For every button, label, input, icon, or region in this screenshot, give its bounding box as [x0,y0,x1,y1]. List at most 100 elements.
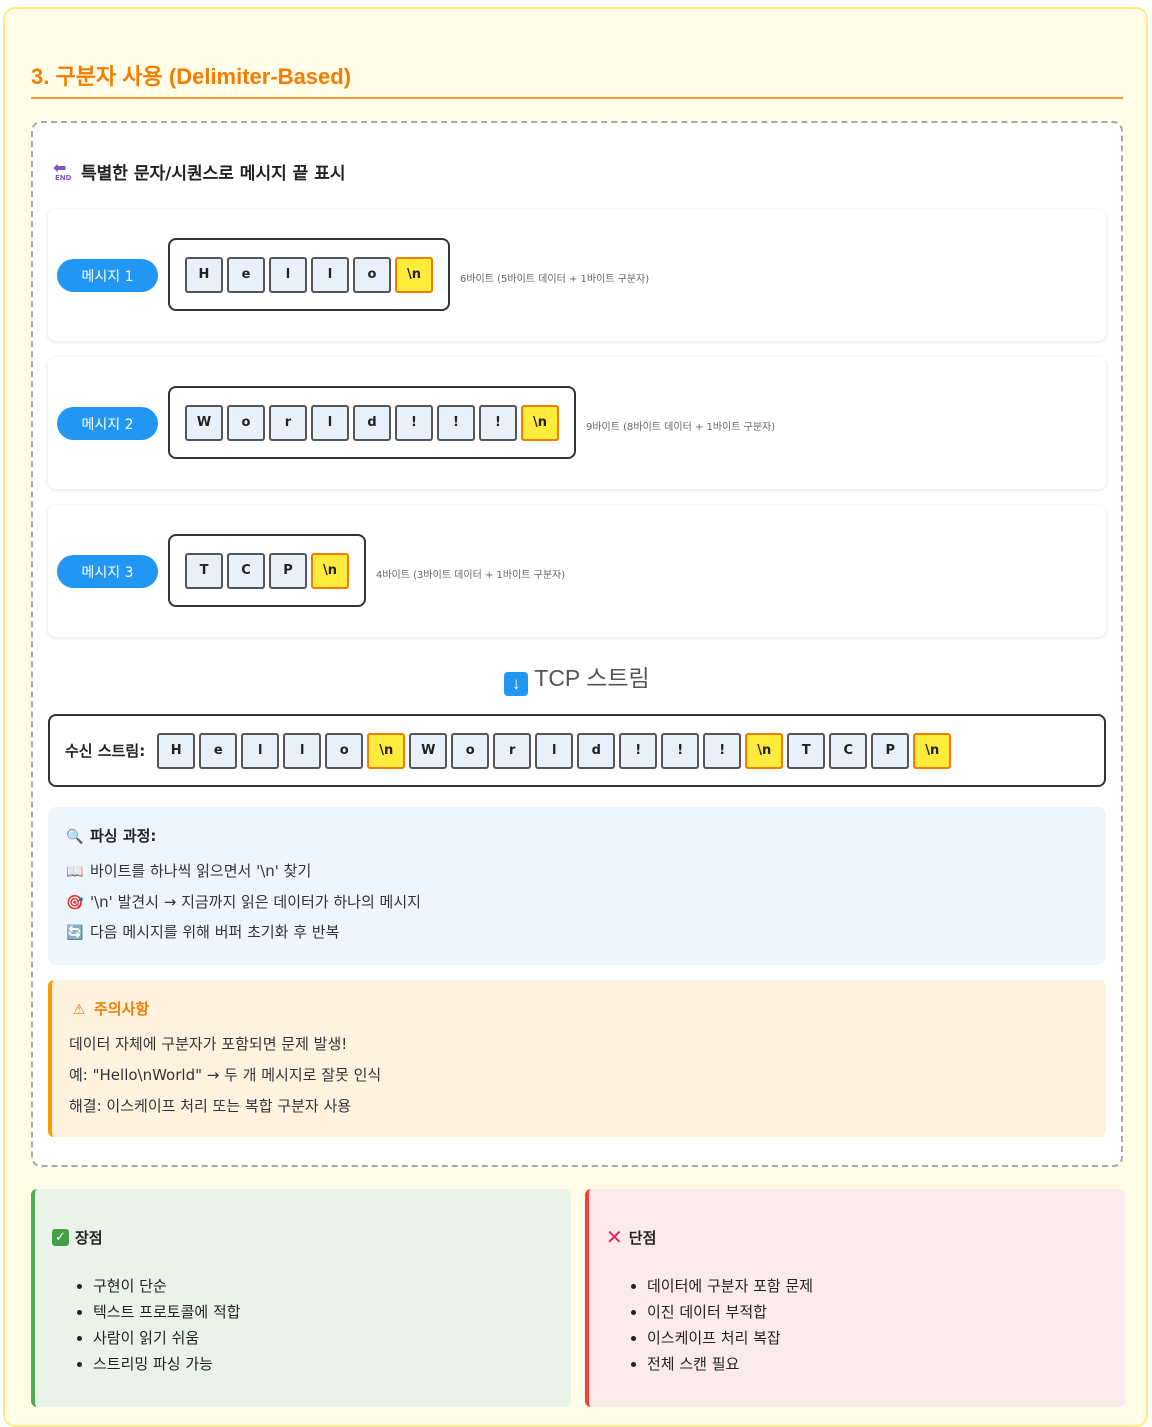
byte-cell: C [829,732,868,769]
byte-cell: e [227,256,265,293]
section-container: 3. 구분자 사용 (Delimiter-Based) ⬅END 특별한 문자/… [3,7,1148,1427]
byte-cell: l [283,732,322,769]
parse-step: 🎯 '\n' 발견시 → 지금까지 읽은 데이터가 하나의 메시지 [65,891,421,912]
byte-frame: H e l l o \n [168,238,450,311]
byte-cell: l [311,404,349,441]
delimiter-cell: \n [367,732,406,769]
warning-box: ⚠ 주의사항 데이터 자체에 구분자가 포함되면 문제 발생! 예: "Hello… [48,980,1106,1137]
warning-icon: ⚠ [72,1002,86,1018]
warning-title-text: 주의사항 [94,1000,150,1018]
list-item: 이진 데이터 부적합 [647,1299,813,1325]
byte-cell: d [577,732,616,769]
byte-cell: ! [661,732,700,769]
byte-cell: e [199,732,238,769]
byte-cell: r [493,732,532,769]
byte-cell: ! [479,404,517,441]
delimiter-cell: \n [521,404,559,441]
byte-cell: l [311,256,349,293]
list-item: 구현이 단순 [93,1273,241,1299]
list-item: 스트리밍 파싱 가능 [93,1351,241,1377]
byte-cell: H [185,256,223,293]
pros-title-text: 장점 [75,1229,103,1247]
byte-cell: o [451,732,490,769]
parsing-process-box: 🔍 파싱 과정: 📖 바이트를 하나씩 읽으면서 '\n' 찾기 🎯 '\n' 발견시… [48,807,1106,965]
delimiter-cell: \n [395,256,433,293]
diagram-box: ⬅END 특별한 문자/시퀀스로 메시지 끝 표시 메시지 1 H e l l … [31,121,1123,1167]
delimiter-cell: \n [311,552,349,589]
repeat-icon: 🔄 [66,925,84,941]
stream-heading-text: TCP 스트림 [534,665,650,691]
byte-cell: P [269,552,307,589]
parsing-title: 🔍 파싱 과정: [65,825,156,846]
warning-line: 예: "Hello\nWorld" → 두 개 메시지로 잘못 인식 [69,1066,382,1084]
pros-title: ✓ 장점 [52,1227,103,1248]
section-title: 3. 구분자 사용 (Delimiter-Based) [31,64,352,89]
byte-cell: C [227,552,265,589]
diagram-heading-text: 특별한 문자/시퀀스로 메시지 끝 표시 [81,164,346,184]
byte-cell: d [353,404,391,441]
warning-line: 해결: 이스케이프 처리 또는 복합 구분자 사용 [69,1097,352,1115]
parse-step: 📖 바이트를 하나씩 읽으면서 '\n' 찾기 [65,860,311,881]
book-icon: 📖 [66,864,84,880]
message-label: 메시지 3 [57,555,158,588]
cons-title: ✕ 단점 [606,1227,656,1248]
stream-heading: ↓TCP 스트림 [33,659,1121,696]
byte-cell: W [185,404,223,441]
parse-step-text: 바이트를 하나씩 읽으면서 '\n' 찾기 [90,862,312,880]
message-label: 메시지 2 [57,407,158,440]
byte-cell: ! [437,404,475,441]
byte-cell: r [269,404,307,441]
parse-step-text: 다음 메시지를 위해 버퍼 초기화 후 반복 [90,923,340,941]
received-stream: 수신 스트림: H e l l o \n W o r l d ! ! ! \n … [48,714,1106,787]
delimiter-cell: \n [745,732,784,769]
message-card-1: 메시지 1 H e l l o \n 6바이트 (5바이트 데이터 + 1바이트… [48,209,1106,341]
byte-note: 4바이트 (3바이트 데이터 + 1바이트 구분자) [376,570,566,581]
byte-cell: ! [395,404,433,441]
byte-cell: o [227,404,265,441]
delimiter-cell: \n [913,732,952,769]
list-item: 데이터에 구분자 포함 문제 [647,1273,813,1299]
pros-list: 구현이 단순 텍스트 프로토콜에 적합 사람이 읽기 쉬움 스트리밍 파싱 가능 [93,1273,241,1377]
byte-cell: l [535,732,574,769]
byte-cell: W [409,732,448,769]
byte-cell: l [241,732,280,769]
end-arrow-icon: ⬅END [53,157,72,182]
title-divider [31,97,1123,99]
list-item: 텍스트 프로토콜에 적합 [93,1299,241,1325]
byte-cell: o [325,732,364,769]
byte-cell: o [353,256,391,293]
parsing-title-text: 파싱 과정: [90,827,157,845]
arrow-down-icon: ↓ [504,672,529,696]
cross-icon: ✕ [606,1225,623,1249]
message-card-3: 메시지 3 T C P \n 4바이트 (3바이트 데이터 + 1바이트 구분자… [48,505,1106,637]
warning-title: ⚠ 주의사항 [69,998,149,1019]
pros-panel: ✓ 장점 구현이 단순 텍스트 프로토콜에 적합 사람이 읽기 쉬움 스트리밍 파… [31,1189,571,1407]
byte-frame: W o r l d ! ! ! \n [168,386,576,459]
cons-list: 데이터에 구분자 포함 문제 이진 데이터 부적합 이스케이프 처리 복잡 전체… [647,1273,813,1377]
byte-note: 6바이트 (5바이트 데이터 + 1바이트 구분자) [460,274,650,285]
byte-cell: P [871,732,910,769]
byte-cell: T [185,552,223,589]
byte-cell: l [269,256,307,293]
list-item: 전체 스캔 필요 [647,1351,813,1377]
target-icon: 🎯 [66,895,84,911]
warning-line: 데이터 자체에 구분자가 포함되면 문제 발생! [69,1035,348,1053]
byte-cell: T [787,732,826,769]
check-icon: ✓ [52,1229,69,1246]
parse-step-text: '\n' 발견시 → 지금까지 읽은 데이터가 하나의 메시지 [90,893,421,911]
list-item: 이스케이프 처리 복잡 [647,1325,813,1351]
byte-cell: ! [703,732,742,769]
byte-cell: ! [619,732,658,769]
message-card-2: 메시지 2 W o r l d ! ! ! \n 9바이트 (8바이트 데이터 … [48,357,1106,489]
byte-note: 9바이트 (8바이트 데이터 + 1바이트 구분자) [586,422,776,433]
parse-step: 🔄 다음 메시지를 위해 버퍼 초기화 후 반복 [65,921,339,942]
byte-frame: T C P \n [168,534,366,607]
list-item: 사람이 읽기 쉬움 [93,1325,241,1351]
stream-label: 수신 스트림: [65,742,146,760]
byte-cell: H [157,732,196,769]
cons-title-text: 단점 [628,1229,657,1247]
message-label: 메시지 1 [57,259,158,292]
diagram-heading: ⬅END 특별한 문자/시퀀스로 메시지 끝 표시 [53,159,345,184]
magnifier-icon: 🔍 [66,829,84,845]
cons-panel: ✕ 단점 데이터에 구분자 포함 문제 이진 데이터 부적합 이스케이프 처리 복… [585,1189,1125,1407]
